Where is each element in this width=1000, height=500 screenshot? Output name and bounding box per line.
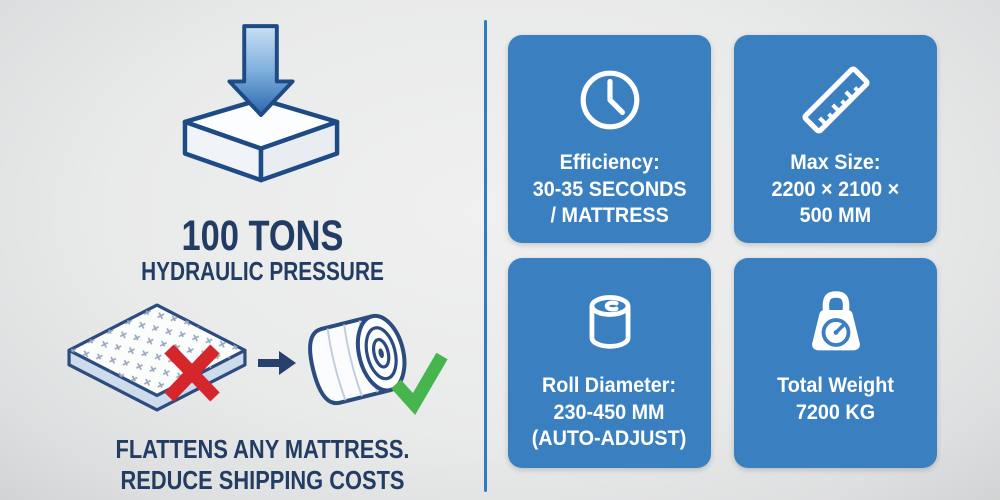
spec-line: Total Weight xyxy=(777,373,894,397)
check-mark-icon xyxy=(391,352,448,415)
spec-line: / MATTRESS xyxy=(550,203,669,227)
caption-line-2: REDUCE SHIPPING COSTS xyxy=(120,465,405,495)
spec-line: Max Size: xyxy=(790,150,881,174)
caption-line-1: FLATTENS ANY MATTRESS. xyxy=(115,434,410,464)
spec-card-text: Max Size: 2200 × 2100 × 500 MM xyxy=(772,149,900,229)
spec-card-text: Roll Diameter: 230-450 MM (AUTO-ADJUST) xyxy=(532,372,687,452)
bottom-caption: FLATTENS ANY MATTRESS. REDUCE SHIPPING C… xyxy=(59,434,466,496)
spec-line: Efficiency: xyxy=(559,150,660,174)
spec-line: 230-450 MM xyxy=(553,399,666,424)
spec-line: 30-35 SECONDS xyxy=(532,176,687,201)
clock-icon xyxy=(577,57,643,143)
spec-card-text: Total Weight 7200 KG xyxy=(777,372,894,425)
spec-line: 7200 KG xyxy=(795,399,876,424)
roll-icon xyxy=(576,280,644,366)
spec-card-total-weight: Total Weight 7200 KG xyxy=(734,258,937,468)
press-subtitle: HYDRAULIC PRESSURE xyxy=(141,256,384,286)
weight-icon xyxy=(798,280,874,366)
spec-line: (AUTO-ADJUST) xyxy=(532,426,687,450)
spec-line: 500 MM xyxy=(799,203,872,227)
spec-card-max-size: Max Size: 2200 × 2100 × 500 MM xyxy=(734,35,937,243)
x-mark-icon xyxy=(164,344,220,402)
down-arrow-icon xyxy=(227,24,295,117)
spec-line: Roll Diameter: xyxy=(542,373,677,397)
spec-card-text: Efficiency: 30-35 SECONDS / MATTRESS xyxy=(533,149,687,229)
ruler-icon xyxy=(799,57,873,143)
flat-box-icon xyxy=(182,96,340,183)
spec-card-efficiency: Efficiency: 30-35 SECONDS / MATTRESS xyxy=(508,35,711,243)
arrow-right-icon xyxy=(258,351,296,375)
section-divider xyxy=(484,20,487,492)
spec-card-roll-diameter: Roll Diameter: 230-450 MM (AUTO-ADJUST) xyxy=(508,258,711,468)
press-title: 100 TONS xyxy=(181,212,344,260)
flat-mattress-icon xyxy=(67,303,247,412)
spec-line: 2200 × 2100 × xyxy=(771,176,900,201)
rolled-mattress-icon xyxy=(308,313,407,406)
press-illustration xyxy=(182,24,340,183)
spec-card-grid: Efficiency: 30-35 SECONDS / MATTRESS Max… xyxy=(508,35,937,468)
